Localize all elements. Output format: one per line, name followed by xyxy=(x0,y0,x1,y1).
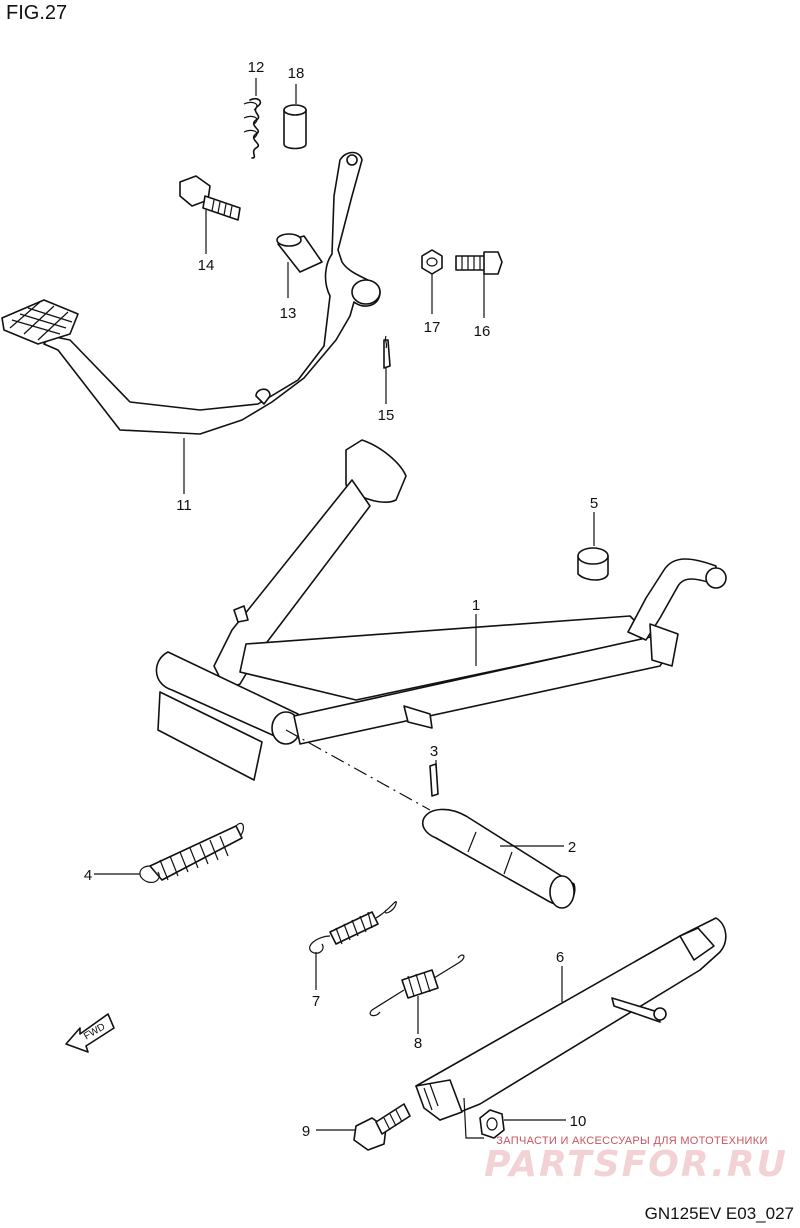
callout-15: 15 xyxy=(378,407,395,424)
callout-5: 5 xyxy=(590,495,598,512)
part-cotter-pin-15[interactable] xyxy=(383,335,391,369)
callout-12: 12 xyxy=(248,59,265,76)
watermark-tagline: ЗАПЧАСТИ И АКСЕССУАРЫ ДЛЯ МОТОТЕХНИКИ xyxy=(496,1135,767,1147)
fwd-arrow-icon: FWD xyxy=(65,1013,115,1053)
callout-16: 16 xyxy=(474,323,491,340)
part-center-stand-1[interactable] xyxy=(155,439,727,781)
part-spring-7[interactable] xyxy=(309,901,397,954)
part-spring-4[interactable] xyxy=(139,822,245,883)
part-brake-pedal-11[interactable] xyxy=(1,151,381,435)
callout-9: 9 xyxy=(302,1123,310,1140)
part-bushing-13[interactable] xyxy=(276,233,323,273)
part-cotter-pin-3[interactable] xyxy=(429,763,439,797)
figure-label: FIG.27 xyxy=(6,2,68,24)
part-side-stand-6[interactable] xyxy=(415,917,727,1139)
callout-labels: 1 2 3 4 5 6 7 8 9 10 11 12 13 14 15 16 1… xyxy=(84,59,598,1140)
part-bolt-16[interactable] xyxy=(455,251,503,275)
callout-11: 11 xyxy=(176,497,192,514)
callout-10: 10 xyxy=(570,1113,587,1130)
watermark: ЗАПЧАСТИ И АКСЕССУАРЫ ДЛЯ МОТОТЕХНИКИ PA… xyxy=(484,1135,788,1185)
part-bushing-18[interactable] xyxy=(283,104,307,150)
callout-2: 2 xyxy=(568,839,576,856)
callout-4: 4 xyxy=(84,867,92,884)
watermark-logo: PARTSFOR.RU xyxy=(484,1144,788,1185)
part-shaft-2[interactable] xyxy=(421,808,576,909)
callout-1: 1 xyxy=(472,597,480,614)
callout-14: 14 xyxy=(198,257,215,274)
callout-7: 7 xyxy=(312,993,320,1010)
part-bolt-9[interactable] xyxy=(353,1103,411,1151)
leader-lines xyxy=(94,78,595,1131)
part-spring-8[interactable] xyxy=(369,954,465,1017)
callout-13: 13 xyxy=(280,305,297,322)
part-nut-10[interactable] xyxy=(479,1109,505,1139)
part-spring-12[interactable] xyxy=(243,97,262,159)
part-nut-17[interactable] xyxy=(421,249,443,275)
callout-8: 8 xyxy=(414,1035,422,1052)
callout-18: 18 xyxy=(288,65,305,82)
pivot-axis-line xyxy=(285,729,431,811)
callout-6: 6 xyxy=(556,949,564,966)
part-stopper-5[interactable] xyxy=(577,547,609,581)
drawing-code: GN125EV E03_027 xyxy=(644,1204,794,1223)
part-bolt-14[interactable] xyxy=(179,175,241,221)
callout-17: 17 xyxy=(424,319,441,336)
callout-3: 3 xyxy=(430,743,438,760)
